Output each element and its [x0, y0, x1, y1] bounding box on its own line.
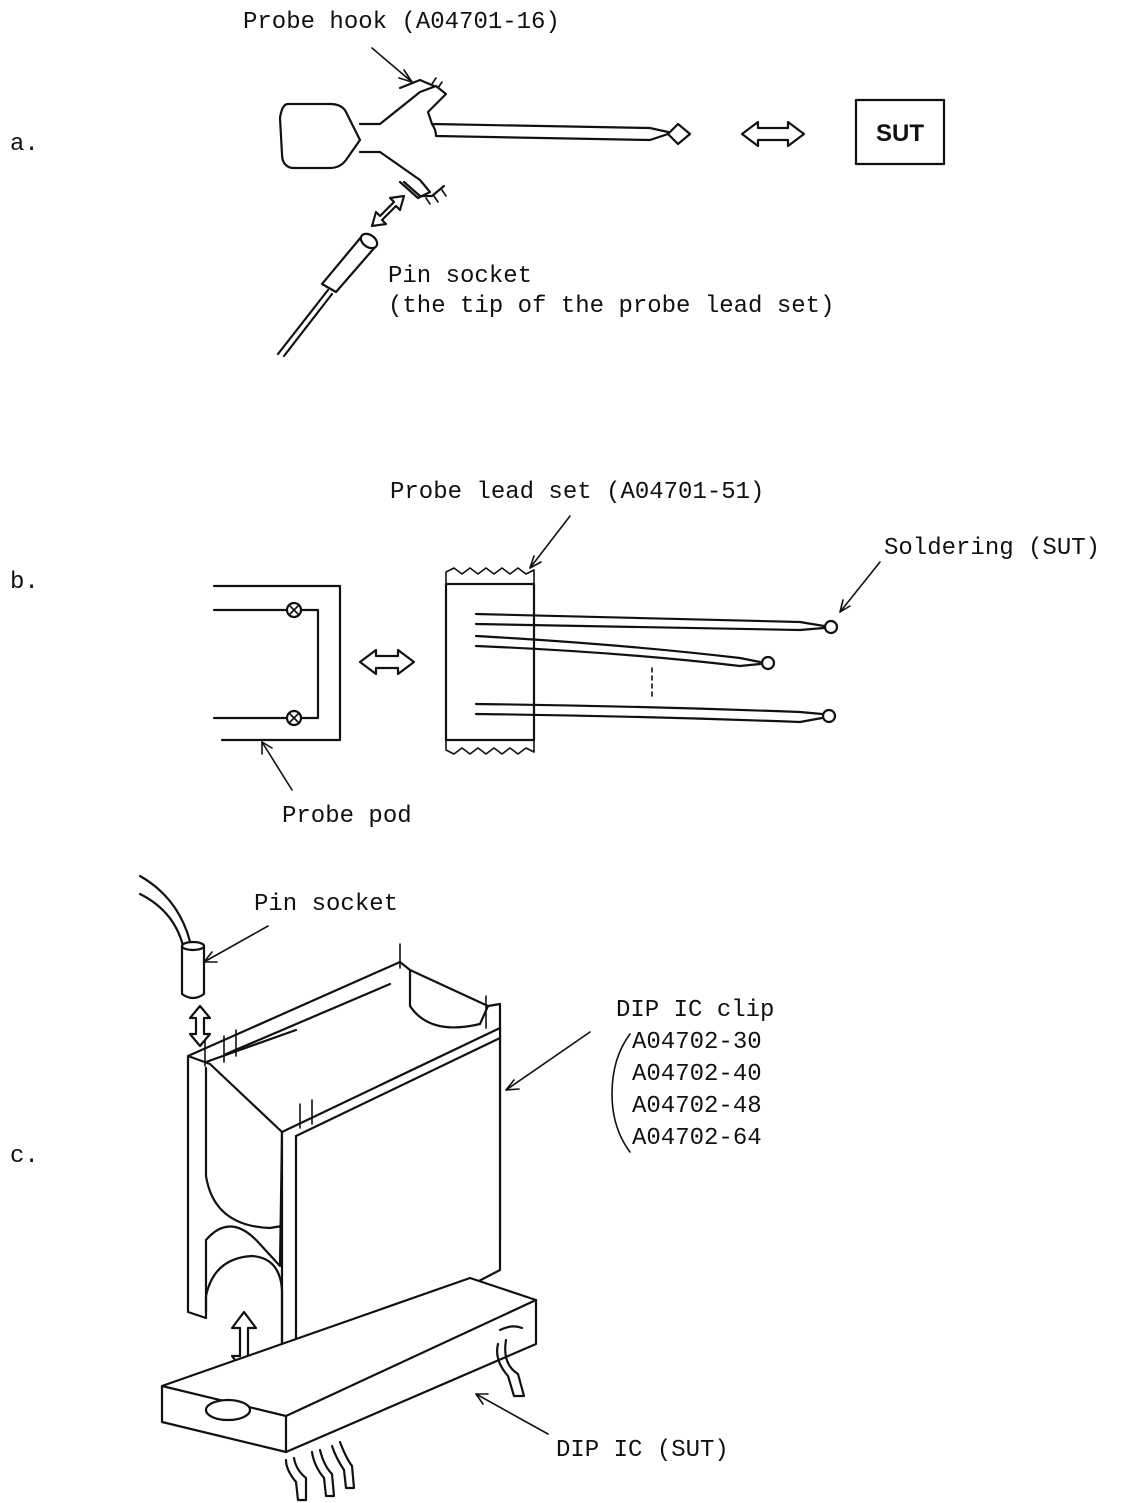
- pin-socket-c: [138, 874, 206, 1000]
- dip-clip-bracket: [611, 1033, 631, 1153]
- dip-clip-model-2: A04702-40: [632, 1061, 762, 1088]
- pin-socket-leader-arrowhead: [203, 951, 218, 963]
- soldering-label: Soldering (SUT): [884, 535, 1100, 562]
- probe-pod: [212, 584, 342, 742]
- dip-clip-leader-arrowhead: [505, 1079, 520, 1091]
- probe-pod-leader-line: [261, 741, 293, 791]
- figure-b-marker: b.: [10, 569, 39, 596]
- probe-lead-set-leader-arrowhead: [529, 555, 542, 569]
- double-arrow-horizontal-icon: [740, 120, 806, 148]
- double-arrow-vertical-small-icon: [188, 1004, 212, 1048]
- figure-b: b. Probe lead set (A04701-51) Soldering …: [10, 479, 1100, 830]
- figure-a: a. Probe hook (A04701-16) SUT: [10, 9, 946, 358]
- dip-clip-model-4: A04702-64: [632, 1125, 762, 1152]
- pin-socket-leader-line: [203, 925, 269, 963]
- probe-pod-leader-arrowhead: [261, 741, 273, 755]
- sut-label: SUT: [876, 120, 924, 147]
- probe-lead-set-leader-line: [529, 515, 571, 569]
- figure-a-marker: a.: [10, 131, 39, 158]
- probe-hook-handle: [278, 102, 362, 170]
- pin-socket-desc-a: (the tip of the probe lead set): [388, 293, 834, 320]
- dip-clip-model-1: A04702-30: [632, 1029, 762, 1056]
- dip-ic-leader-line: [475, 1393, 549, 1435]
- probe-hook-tip: [666, 122, 692, 146]
- dip-clip-title: DIP IC clip: [616, 997, 774, 1024]
- pin-socket-a: [276, 232, 379, 358]
- dip-ic-drawing: [160, 1276, 538, 1502]
- pin-socket-label-a: Pin socket: [388, 263, 532, 290]
- probe-hook-label: Probe hook (A04701-16): [243, 9, 560, 36]
- dip-ic-leader-arrowhead: [475, 1393, 489, 1405]
- figure-c: c. Pin socket: [10, 874, 774, 1502]
- double-arrow-pod-icon: [358, 648, 416, 676]
- figure-c-marker: c.: [10, 1143, 39, 1170]
- probe-lead-set-label: Probe lead set (A04701-51): [390, 479, 764, 506]
- double-arrow-diagonal-icon: [370, 194, 406, 228]
- soldering-leader-line: [839, 561, 881, 613]
- soldering-leader-arrowhead: [839, 599, 851, 613]
- lead-set-connector: [444, 567, 536, 755]
- probe-hook-leader-arrowhead: [398, 69, 413, 83]
- probe-hook-leader-line: [371, 47, 413, 83]
- dip-clip-leader-line: [505, 1031, 591, 1091]
- pin-socket-label-c: Pin socket: [254, 891, 398, 918]
- probe-hook-drawing: [278, 77, 692, 205]
- sut-box: [854, 98, 946, 166]
- probe-pod-label: Probe pod: [282, 803, 412, 830]
- dip-clip-model-3: A04702-48: [632, 1093, 762, 1120]
- lead-wires: [474, 612, 839, 724]
- dip-ic-label: DIP IC (SUT): [556, 1437, 729, 1464]
